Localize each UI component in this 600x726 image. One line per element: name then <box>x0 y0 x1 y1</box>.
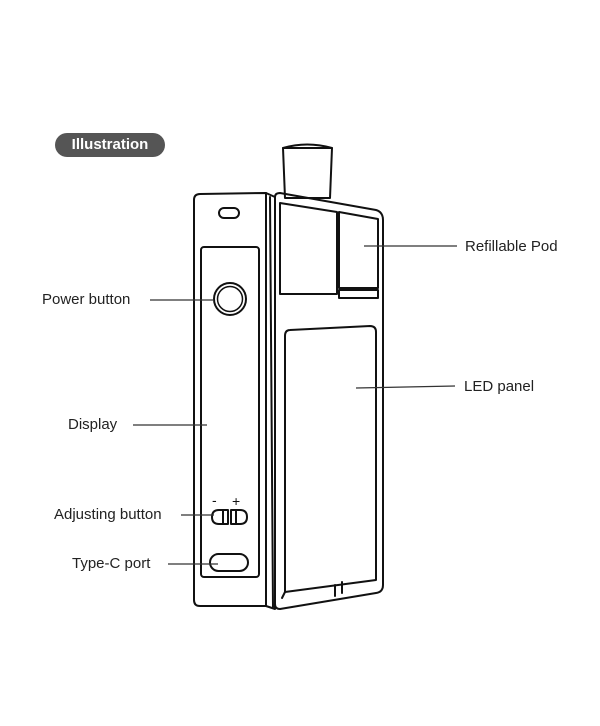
illustration-badge: Illustration <box>55 133 165 157</box>
type-c-port-label: Type-C port <box>72 555 151 572</box>
led-panel <box>281 325 377 599</box>
plus-sign: + <box>232 493 240 509</box>
adjusting-button-label: Adjusting button <box>54 506 162 523</box>
device-front-face <box>269 192 384 610</box>
power-button-label: Power button <box>42 291 131 308</box>
leader-led <box>355 385 456 389</box>
led-panel-label: LED panel <box>464 378 535 395</box>
top-slot <box>218 207 240 219</box>
display-panel <box>200 246 260 578</box>
adjusting-buttons <box>211 509 248 525</box>
refillable-pod-label: Refillable Pod <box>465 238 558 255</box>
refillable-pod-window <box>279 202 379 299</box>
device-side-face <box>193 192 276 610</box>
mouthpiece <box>282 143 333 199</box>
minus-sign: - <box>212 492 217 508</box>
type-c-port <box>209 553 249 572</box>
power-button <box>213 282 247 316</box>
display-label: Display <box>68 416 118 433</box>
